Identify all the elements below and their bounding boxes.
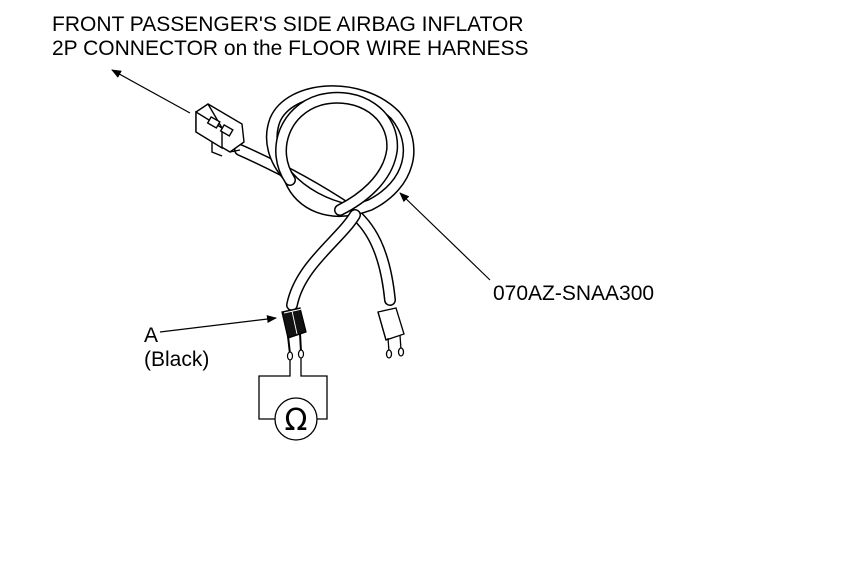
callout-a-pointer-arrow <box>159 315 277 333</box>
ohmmeter-circuit <box>258 358 328 441</box>
part-number-label: 070AZ-SNAA300 <box>493 282 655 305</box>
white-test-connector <box>377 307 405 359</box>
connector-pointer-arrow <box>111 69 191 114</box>
ohmmeter-icon <box>274 397 318 441</box>
ohm-symbol: Ω <box>285 403 308 438</box>
connector-title-line-1: FRONT PASSENGER'S SIDE AIRBAG INFLATOR <box>52 13 524 36</box>
callout-a-letter: A <box>144 324 159 347</box>
black-connector-a <box>281 307 307 361</box>
harness-cables <box>234 85 415 311</box>
part-pointer-arrow <box>399 192 491 281</box>
connector-title-line-2: 2P CONNECTOR on the FLOOR WIRE HARNESS <box>52 37 529 60</box>
callout-a-color: (Black) <box>144 348 210 371</box>
vehicle-2p-connector <box>195 103 245 157</box>
